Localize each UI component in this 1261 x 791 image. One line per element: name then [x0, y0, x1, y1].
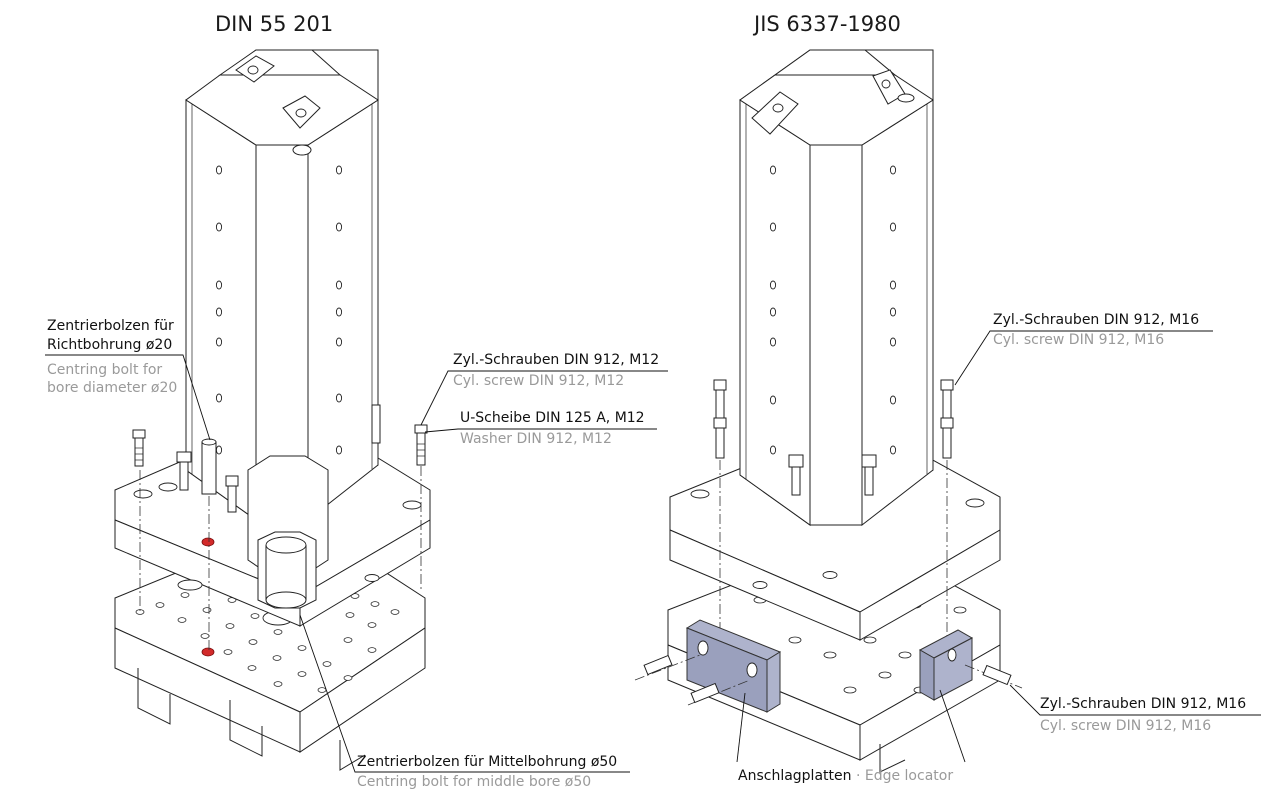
cyl-screw-m16-bottom-de: Zyl.-Schrauben DIN 912, M16: [1040, 696, 1247, 712]
jis-edge-locator-left: [685, 619, 782, 713]
leader-cyl-screw-m16-top: [954, 330, 1213, 386]
leader-cyl-screw-m16-bottom: [1009, 684, 1261, 716]
jis-locator-screws: [634, 654, 1023, 706]
din-tower-holes: [215, 165, 343, 455]
title-din: DIN 55 201: [215, 12, 334, 36]
din-lifting-eye-1: [235, 55, 275, 83]
centring-bolt-middle-en: Centring bolt for middle bore ø50: [357, 774, 592, 790]
centring-bolt-bore-en-2: bore diameter ø20: [47, 380, 178, 396]
leader-centring-bolt-bore: [45, 354, 211, 441]
jis-screw-center-left: [788, 454, 804, 496]
jis-lifting-eye-2: [872, 69, 915, 105]
edge-locator-separator: ·: [851, 768, 865, 784]
din-screw-left: [132, 429, 146, 467]
din-screw-3: [225, 475, 239, 513]
din-centring-pin-bore: [201, 438, 217, 495]
din-centring-block: [247, 455, 329, 609]
washer-m12-en: Washer DIN 912, M12: [460, 431, 612, 447]
leader-cyl-screw-m12: [420, 370, 668, 426]
jis-screw-right-upper: [940, 379, 954, 459]
din-red-mark-lower: [201, 647, 215, 657]
din-tower-column: [185, 49, 379, 522]
cyl-screw-m16-top-en: Cyl. screw DIN 912, M16: [993, 332, 1165, 348]
jis-tower-assembly: [634, 49, 1023, 773]
leader-centring-bolt-middle: [299, 614, 630, 773]
din-red-mark-upper: [201, 537, 215, 547]
cyl-screw-m12-de: Zyl.-Schrauben DIN 912, M12: [453, 352, 660, 368]
jis-screw-left-upper: [713, 379, 727, 459]
din-base-grid-holes: [135, 572, 400, 693]
leader-lines: [45, 330, 1261, 773]
washer-m12-de: U-Scheibe DIN 125 A, M12: [460, 410, 645, 426]
jis-screw-center-right: [861, 454, 877, 496]
din-screw-2: [176, 451, 192, 491]
label-edge-locator: Anschlagplatten · Edge locator: [738, 768, 953, 785]
edge-locator-de: Anschlagplatten: [738, 768, 852, 784]
leader-edge-locator-right: [939, 689, 966, 763]
din-tower-assembly: [114, 49, 431, 771]
cyl-screw-m16-top-de: Zyl.-Schrauben DIN 912, M16: [993, 312, 1200, 328]
jis-lifting-eye-1: [751, 91, 799, 135]
din-screw-right: [371, 404, 428, 466]
jis-tower-column: [739, 49, 934, 527]
leader-edge-locator-left: [736, 692, 746, 763]
centring-bolt-bore-de-1: Zentrierbolzen für: [47, 318, 174, 334]
cyl-screw-m12-en: Cyl. screw DIN 912, M12: [453, 373, 625, 389]
jis-edge-locator-right: [918, 629, 974, 701]
leader-washer-m12: [424, 428, 657, 433]
edge-locator-en: Edge locator: [864, 768, 954, 784]
centring-bolt-middle-de: Zentrierbolzen für Mittelbohrung ø50: [357, 754, 618, 770]
centring-bolt-bore-en-1: Centring bolt for: [47, 362, 163, 378]
din-lifting-eye-2: [282, 95, 321, 156]
cyl-screw-m16-bottom-en: Cyl. screw DIN 912, M16: [1040, 718, 1212, 734]
centring-bolt-bore-de-2: Richtbohrung ø20: [47, 337, 173, 353]
title-jis: JIS 6337-1980: [754, 12, 901, 36]
jis-tower-holes: [769, 165, 897, 455]
